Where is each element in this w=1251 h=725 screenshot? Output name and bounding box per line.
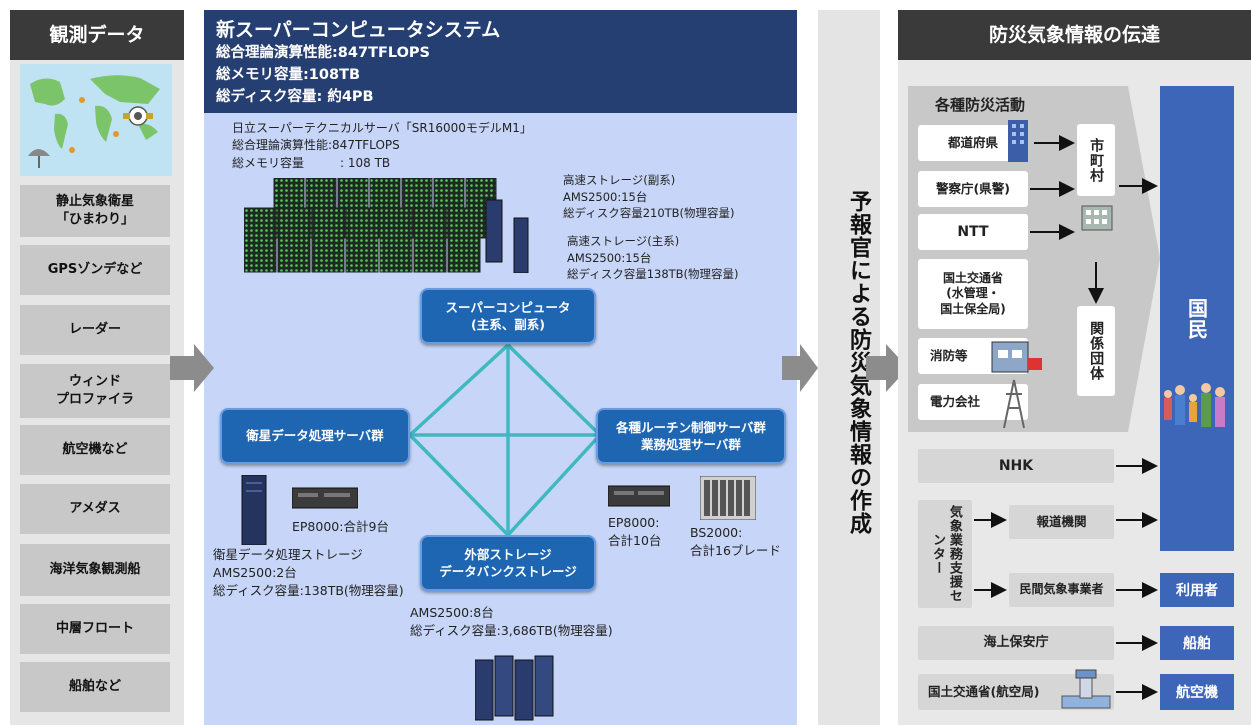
satellite-storage-spec: 衛星データ処理ストレージ AMS2500:2台 総ディスク容量:138TB(物理… — [213, 547, 404, 599]
external-storage-spec: AMS2500:8台 総ディスク容量:3,686TB(物理容量) — [410, 605, 613, 639]
box-aircraft: 航空機 — [1160, 674, 1234, 710]
obs-item-himawari: 静止気象衛星 「ひまわり」 — [20, 185, 170, 237]
box-users: 利用者 — [1160, 573, 1234, 607]
box-ntt: NTT — [918, 214, 1028, 250]
box-related-orgs: 関係団体 — [1077, 306, 1115, 396]
node-supercomputer: スーパーコンピュータ (主系、副系) — [420, 288, 596, 344]
box-nation: 国民 — [1160, 86, 1234, 551]
box-ships: 船舶 — [1160, 626, 1234, 660]
supercomputer-racks-image — [243, 177, 544, 274]
ep8000-left-image — [291, 486, 359, 510]
box-police: 警察庁(県警) — [918, 171, 1028, 207]
citizens-illustration — [1160, 380, 1234, 440]
city-office-icon — [1080, 198, 1114, 232]
prefecture-building-icon — [1004, 118, 1032, 162]
box-support-center: 気象業務支援センター — [918, 500, 972, 608]
external-storage-racks-image — [474, 652, 557, 722]
node-satellite-servers: 衛星データ処理サーバ群 — [220, 408, 410, 464]
fire-station-icon — [990, 332, 1044, 376]
ep8000-left-label: EP8000:合計9台 — [292, 519, 389, 534]
box-nhk: NHK — [918, 449, 1114, 483]
box-city: 市町村 — [1077, 124, 1115, 196]
node-external-storage: 外部ストレージ データバンクストレージ — [420, 535, 596, 591]
ep8000-right-image — [607, 484, 671, 508]
system-spec-disk: 総ディスク容量: 約4PB — [216, 89, 374, 105]
box-coast-guard: 海上保安庁 — [918, 626, 1114, 660]
obs-item-aircraft: 航空機など — [20, 425, 170, 475]
node-routine-servers: 各種ルーチン制御サーバ群 業務処理サーバ群 — [596, 408, 786, 464]
box-press: 報道機関 — [1009, 505, 1114, 539]
storage-sub-spec: 高速ストレージ(副系) AMS2500:15台 総ディスク容量210TB(物理容… — [563, 173, 735, 221]
obs-item-ocean-ship: 海洋気象観測船 — [20, 544, 170, 596]
system-spec-flops: 総合理論演算性能:847TFLOPS — [216, 45, 430, 61]
activities-title: 各種防災活動 — [935, 96, 1026, 114]
hitachi-server-spec: 日立スーパーテクニカルサーバ「SR16000モデルM1」 総合理論演算性能:84… — [232, 121, 532, 170]
observation-title: 観測データ — [10, 10, 184, 60]
forecaster-text: 予報官による防災気象情報の作成 — [846, 190, 871, 535]
obs-item-ships: 船舶など — [20, 662, 170, 712]
box-mlit-water: 国土交通省 (水管理・ 国土保全局) — [918, 259, 1028, 329]
bs2000-image — [699, 475, 757, 521]
power-tower-icon — [1000, 378, 1028, 430]
ep8000-right-label: EP8000: 合計10台 — [608, 515, 662, 549]
control-tower-icon — [1058, 668, 1114, 710]
obs-item-gps-sonde: GPSゾンデなど — [20, 245, 170, 295]
obs-item-radar: レーダー — [20, 305, 170, 355]
supercomputer-header: 新スーパーコンピュータシステム 総合理論演算性能:847TFLOPS 総メモリ容… — [204, 10, 797, 113]
box-private-weather: 民間気象事業者 — [1009, 573, 1114, 607]
system-spec-memory: 総メモリ容量:108TB — [216, 67, 361, 83]
obs-item-amedas: アメダス — [20, 484, 170, 534]
obs-item-float: 中層フロート — [20, 604, 170, 654]
bs2000-label: BS2000: 合計16ブレード — [690, 525, 781, 559]
system-title: 新スーパーコンピュータシステム — [216, 19, 501, 41]
storage-main-spec: 高速ストレージ(主系) AMS2500:15台 総ディスク容量138TB(物理容… — [567, 234, 739, 282]
obs-item-wind-profiler: ウィンド プロファイラ — [20, 364, 170, 418]
satellite-storage-rack-image — [240, 474, 268, 546]
world-map-illustration — [20, 64, 172, 176]
dissemination-title: 防災気象情報の伝達 — [898, 10, 1251, 60]
